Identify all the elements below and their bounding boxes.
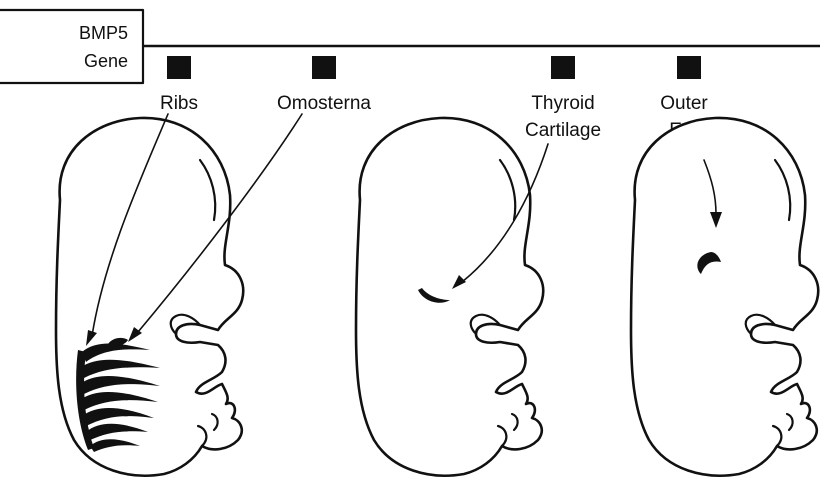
thyroid-label-line2: Cartilage [525, 120, 601, 141]
embryo-thyroid-cartilage [356, 118, 543, 476]
gene-box-label-line1: BMP5 [79, 23, 128, 43]
embryo-ribs [56, 118, 243, 476]
omosterna-label: Omosterna [277, 93, 371, 114]
omosterna-marker [312, 56, 336, 79]
outer-ear-marker [677, 56, 701, 79]
thyroid-cartilage-marker [551, 56, 575, 79]
ribs-marker [167, 56, 191, 79]
ribs-label: Ribs [160, 93, 198, 114]
gene-box-label-line2: Gene [84, 51, 128, 71]
thyroid-label-line1: Thyroid [531, 93, 594, 114]
embryo-outer-ear [631, 118, 818, 476]
gene-box: BMP5 Gene [0, 10, 143, 83]
outer-ear-label-line1: Outer [660, 93, 708, 114]
